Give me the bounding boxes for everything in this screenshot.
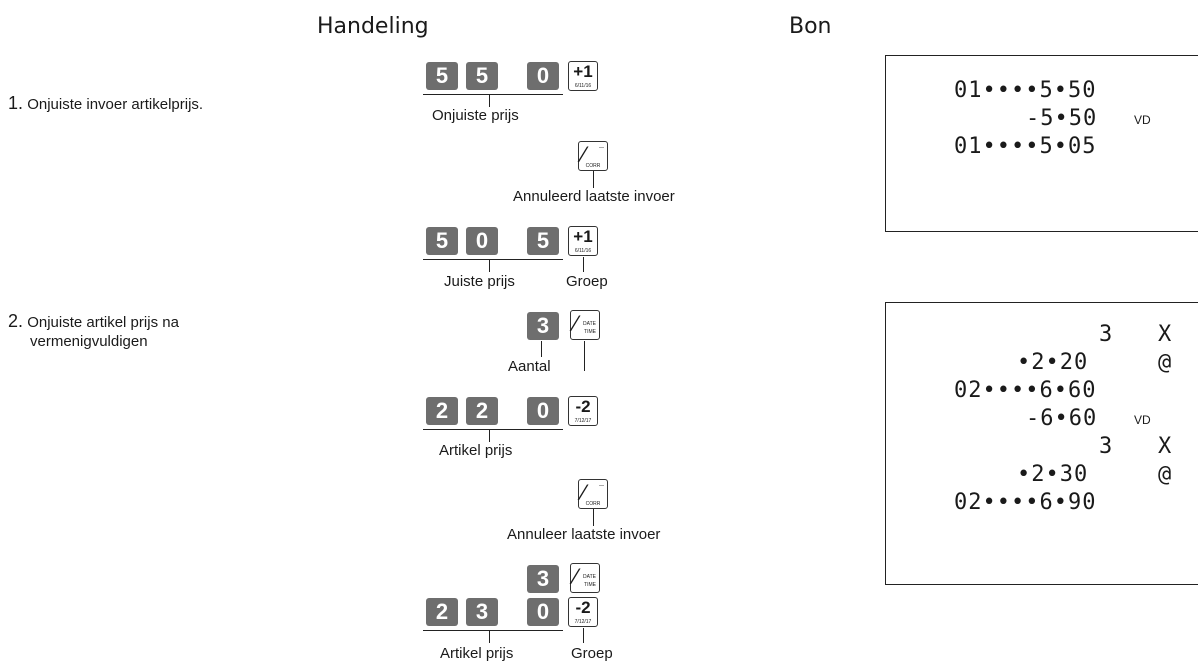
department-1-key-sub: 6/11/16: [574, 248, 592, 254]
cancel-last-entry-label: Annuleerd laatste invoer: [513, 188, 675, 205]
bracket-line: [423, 630, 563, 631]
department-2-key-sub: 7/12/17: [574, 619, 592, 625]
number-key: 5: [426, 62, 458, 90]
receipt-tag: @: [1158, 350, 1173, 375]
receipt-line: 3: [1099, 322, 1114, 347]
department-2-key: -2 7/12/17: [568, 597, 598, 627]
step-1-text: Onjuiste invoer artikelprijs.: [27, 96, 204, 113]
receipt-tag: X: [1158, 434, 1173, 459]
handeling-header: Handeling: [317, 14, 429, 39]
bracket-line: [423, 259, 563, 260]
step-2: 2. Onjuiste artikel prijs na vermenigvul…: [8, 312, 179, 351]
receipt-line: 01••••5•05: [954, 134, 1097, 159]
step-2-number: 2.: [8, 311, 24, 331]
group-label: Groep: [571, 645, 613, 662]
receipt-1: 01••••5•50 -5•50 VD 01••••5•05: [885, 55, 1198, 232]
pointer-line: [583, 257, 584, 272]
department-1-key: +1 6/11/16: [568, 226, 598, 256]
multiply-date-time-key: ⁄ DATE TIME: [570, 310, 600, 340]
step-2-text-line1: Onjuiste artikel prijs na: [27, 314, 179, 331]
receipt-line: -6•60: [1026, 406, 1098, 431]
correction-key: ⁄ — CORR: [578, 479, 608, 509]
cancel-last-entry-label: Annuleer laatste invoer: [507, 526, 661, 543]
number-key: 5: [426, 227, 458, 255]
correction-slash-icon: ⁄: [582, 142, 586, 167]
receipt-line: 01••••5•50: [954, 78, 1097, 103]
department-2-key-sub: 7/12/17: [574, 418, 592, 424]
correction-key: ⁄ — CORR: [578, 141, 608, 171]
receipt-tag: @: [1158, 462, 1173, 487]
number-key: 0: [466, 227, 498, 255]
group-label: Groep: [566, 273, 608, 290]
number-key: 2: [466, 397, 498, 425]
department-1-key: +1 6/11/16: [568, 61, 598, 91]
department-1-key-label: +1: [573, 227, 593, 246]
correct-price-label: Juiste prijs: [444, 273, 515, 290]
receipt-line: •2•20: [1017, 350, 1089, 375]
step-2-text-line2: vermenigvuldigen: [30, 333, 148, 350]
number-key: 3: [527, 312, 559, 340]
multiply-icon: ⁄: [574, 311, 578, 336]
step-1: 1. Onjuiste invoer artikelprijs.: [8, 94, 203, 114]
pointer-line: [541, 341, 542, 357]
receipt-line: 02••••6•90: [954, 490, 1097, 515]
multiply-icon: ⁄: [574, 564, 578, 589]
step-1-number: 1.: [8, 93, 24, 113]
number-key: 5: [466, 62, 498, 90]
multiply-date-time-key: ⁄ DATE TIME: [570, 563, 600, 593]
bracket-line: [423, 429, 563, 430]
correction-key-sub: CORR: [585, 163, 601, 169]
number-key: 0: [527, 397, 559, 425]
multiply-key-sub-top: DATE: [583, 321, 596, 327]
correction-slash-icon: ⁄: [582, 480, 586, 505]
correction-minus-icon: —: [599, 483, 604, 489]
item-price-label: Artikel prijs: [440, 645, 514, 662]
number-key: 3: [527, 565, 559, 593]
bon-header: Bon: [789, 14, 832, 39]
multiply-key-sub-bottom: TIME: [584, 329, 596, 335]
receipt-tag: X: [1158, 322, 1173, 347]
receipt-line: •2•30: [1017, 462, 1089, 487]
correction-key-sub: CORR: [585, 501, 601, 507]
number-key: 5: [527, 227, 559, 255]
department-2-key: -2 7/12/17: [568, 396, 598, 426]
department-1-key-sub: 6/11/16: [574, 83, 592, 89]
pointer-line: [584, 341, 585, 371]
number-key: 0: [527, 598, 559, 626]
correction-minus-icon: —: [599, 145, 604, 151]
bracket-tick: [489, 260, 490, 272]
multiply-key-sub-top: DATE: [583, 574, 596, 580]
department-2-key-label: -2: [575, 397, 591, 416]
receipt-2: 3 X •2•20 @ 02••••6•60 -6•60 VD 3 X •2•3…: [885, 302, 1198, 585]
pointer-line: [593, 509, 594, 526]
number-key: 2: [426, 598, 458, 626]
pointer-line: [583, 628, 584, 643]
bracket-tick: [489, 95, 490, 107]
void-tag: VD: [1134, 413, 1151, 427]
quantity-label: Aantal: [508, 358, 551, 375]
receipt-line: 02••••6•60: [954, 378, 1097, 403]
department-1-key-label: +1: [573, 62, 593, 81]
void-tag: VD: [1134, 113, 1151, 127]
number-key: 3: [466, 598, 498, 626]
receipt-line: -5•50: [1026, 106, 1098, 131]
item-price-label: Artikel prijs: [439, 442, 513, 459]
number-key: 0: [527, 62, 559, 90]
number-key: 2: [426, 397, 458, 425]
bracket-tick: [489, 430, 490, 442]
wrong-price-label: Onjuiste prijs: [432, 107, 519, 124]
multiply-key-sub-bottom: TIME: [584, 582, 596, 588]
department-2-key-label: -2: [575, 598, 591, 617]
bracket-tick: [489, 631, 490, 643]
bracket-line: [423, 94, 563, 95]
receipt-line: 3: [1099, 434, 1114, 459]
pointer-line: [593, 171, 594, 188]
